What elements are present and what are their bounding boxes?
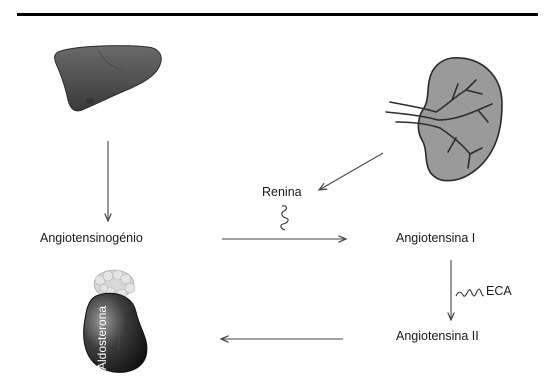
ace-squiggle-icon <box>456 289 484 296</box>
arrow-kidney-to-renin <box>319 153 383 190</box>
angiotensin-1-label: Angiotensina I <box>396 231 475 245</box>
adrenal-gland-icon <box>84 270 147 372</box>
liver-icon <box>55 46 162 111</box>
angiotensin-2-label: Angiotensina II <box>396 329 479 343</box>
renin-squiggle-icon <box>281 206 288 230</box>
ace-label: ECA <box>486 284 512 298</box>
renin-label: Renina <box>262 185 302 199</box>
adrenal-label: Aldosterona <box>95 306 109 370</box>
angiotensinogen-label: Angiotensinogénio <box>40 231 143 245</box>
kidney-icon <box>386 58 502 181</box>
